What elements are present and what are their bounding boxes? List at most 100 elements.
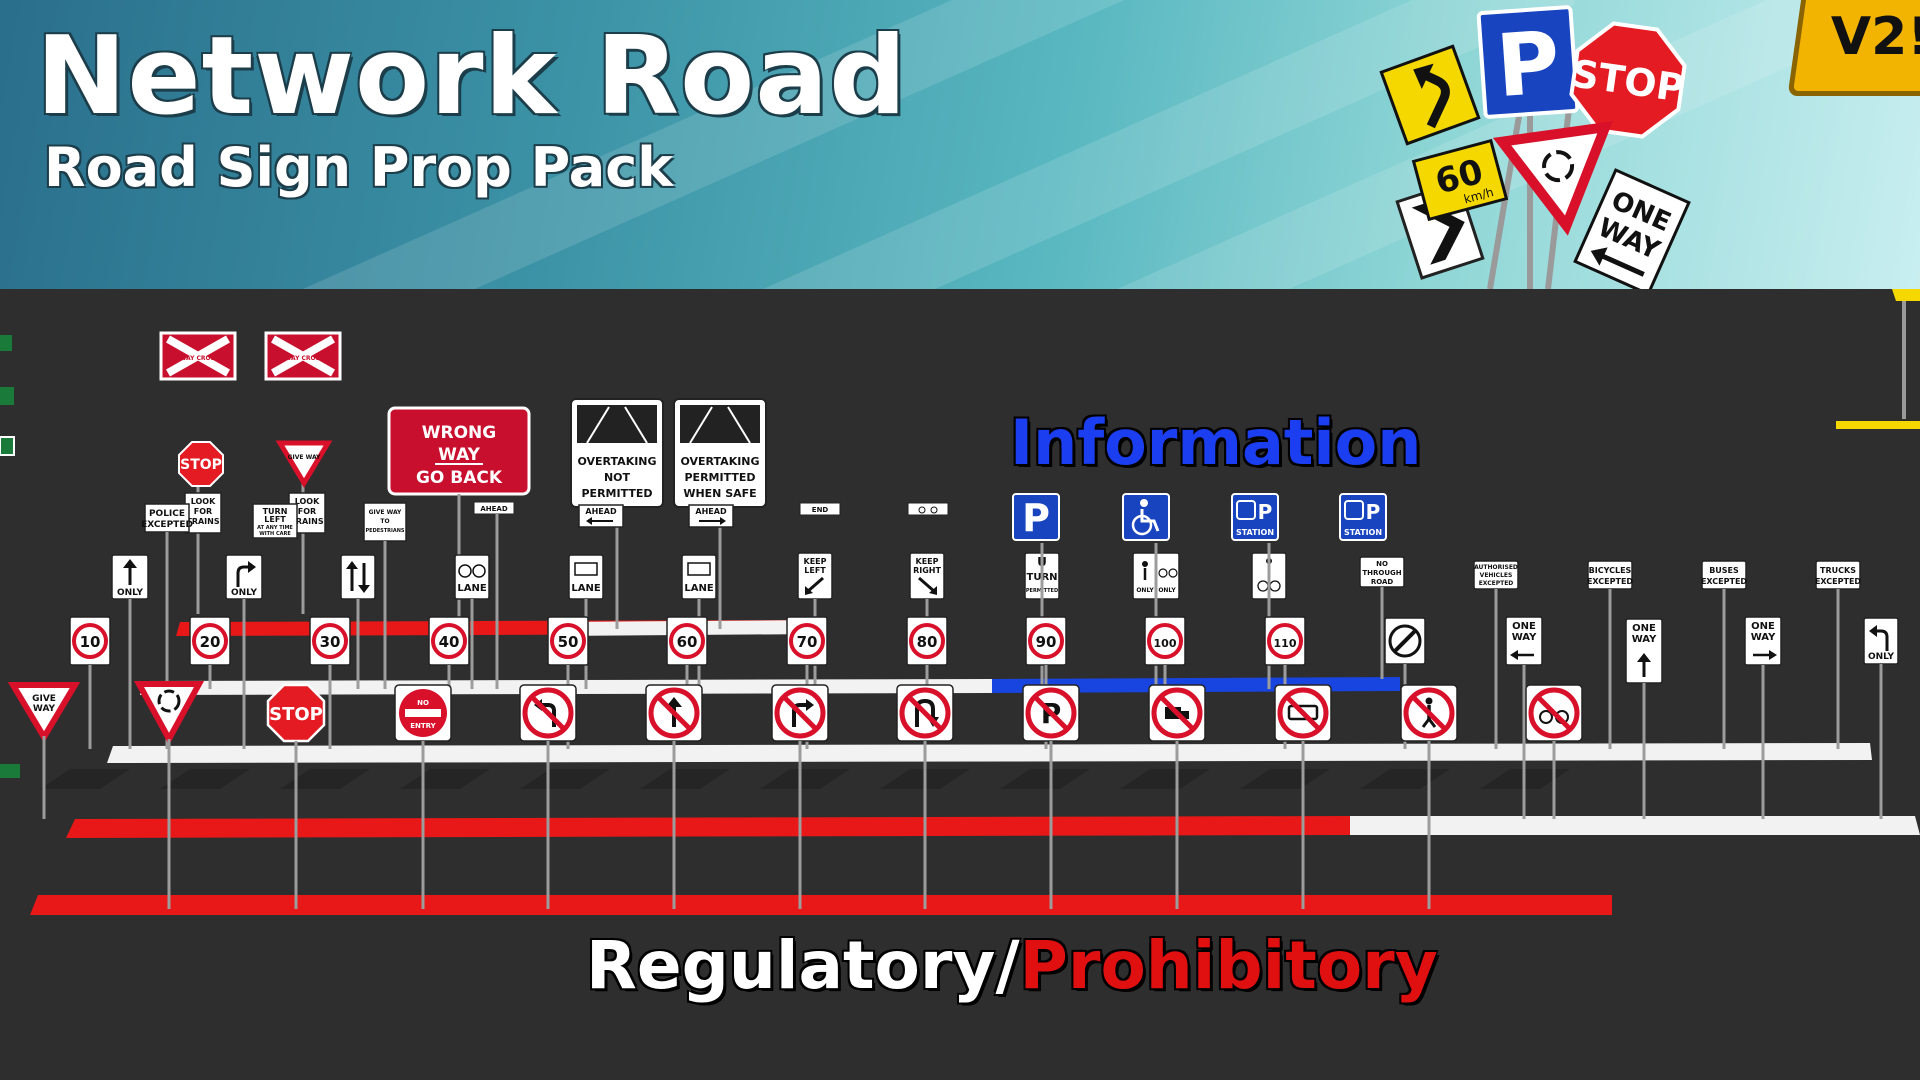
give-way-pedestrians-sign: GIVE WAY TO PEDESTRIANS — [363, 502, 407, 542]
one-way-label: ONE — [1751, 621, 1775, 632]
speed-limit-sign: 100 — [1144, 616, 1186, 666]
look-for-trains-label: LOOK — [295, 497, 320, 506]
prohibitory-label: Prohibitory — [1019, 927, 1438, 1004]
trucks-excepted-sign: TRUCKS EXCEPTED — [1815, 560, 1861, 590]
page-title: Network Road — [36, 14, 908, 139]
turn-left-label: LEFT — [264, 515, 286, 524]
station-parking-label: P — [1258, 500, 1273, 524]
ground-shadow — [160, 769, 250, 789]
speed-limit-label: 70 — [797, 633, 818, 651]
only-label: ONLY — [117, 588, 144, 598]
edge-partial-signs-right — [1836, 289, 1920, 429]
no-through-road-label: NO — [1376, 560, 1388, 568]
overtaking-label: PERMITTED — [582, 487, 653, 500]
give-way-pedestrians-label: GIVE WAY — [369, 509, 402, 516]
give-way-sign-small: GIVE WAY — [275, 440, 333, 488]
no-left-turn-sign — [519, 684, 577, 742]
speed-limit-label: 110 — [1274, 637, 1297, 650]
only-label: ONLY — [1868, 652, 1895, 662]
station-label: STATION — [1344, 528, 1382, 537]
two-way-traffic-sign — [340, 554, 376, 600]
no-right-turn-sign — [771, 684, 829, 742]
bicycle-lane-sign: LANE — [454, 554, 490, 600]
wrong-way-label: WRONG — [422, 423, 496, 443]
one-way-sign-icon: ONE WAY — [1573, 168, 1691, 289]
speed-limit-label: 100 — [1154, 637, 1177, 650]
parking-sign-icon: P — [1476, 5, 1580, 119]
turn-left-label: TURN — [263, 507, 288, 516]
ground-shadow — [280, 769, 370, 789]
no-entry-label: NO — [417, 699, 429, 707]
railway-crossing-sign: RAILWAY CROSSING — [159, 331, 237, 381]
no-buses-sign — [1274, 684, 1332, 742]
keep-label: KEEP — [804, 557, 827, 566]
speed-limit-label: 20 — [200, 633, 221, 651]
speed-limit-sign: 110 — [1264, 616, 1306, 666]
disabled-parking-sign — [1122, 493, 1170, 541]
sign-showcase-scene: RAILWAY CROSSING RAILWAY CROSSING STOP GIVE… — [0, 289, 1920, 1080]
excepted-label: BUSES — [1709, 566, 1739, 575]
railway-crossing-label: RAILWAY CROSSING — [165, 355, 231, 362]
turn-left-label: AT ANY TIME — [257, 525, 293, 531]
no-trucks-sign — [1148, 684, 1206, 742]
stop-label: STOP — [269, 704, 323, 725]
overtaking-label: OVERTAKING — [680, 455, 759, 468]
ahead-arrow-label: AHEAD — [585, 507, 617, 516]
one-way-label: WAY — [1751, 632, 1776, 643]
ground-shadow — [640, 769, 730, 789]
edge-partial-signs — [0, 335, 20, 778]
excepted-label: VEHICLES — [1480, 572, 1513, 579]
truck-lane-sign: LANE — [681, 554, 717, 600]
curb-white-front — [107, 743, 1872, 763]
header-banner: Network Road Road Sign Prop Pack V2! P S… — [0, 0, 1920, 289]
speed-limit-label: 30 — [320, 633, 341, 651]
wheelchair-icon — [1140, 499, 1148, 507]
one-way-label: WAY — [1512, 632, 1537, 643]
give-way-pedestrians-label: PEDESTRIANS — [365, 528, 404, 534]
version-badge-label: V2! — [1830, 7, 1920, 67]
police-excepted-label: POLICE — [149, 509, 185, 519]
hero-sign-cluster: P STOP 60 km/h ONE WAY — [1379, 5, 1691, 289]
speed-limit-sign: 20 — [189, 616, 231, 666]
bus-station-sign: P STATION — [1339, 493, 1387, 541]
railway-crossing-label: RAILWAY CROSSING — [270, 355, 336, 362]
overtaking-label: PERMITTED — [685, 471, 756, 484]
speed-limit-sign: 60 — [666, 616, 708, 666]
look-for-trains-label: FOR — [194, 507, 212, 516]
sign-rows-canvas: RAILWAY CROSSING RAILWAY CROSSING STOP GIVE… — [7, 331, 1920, 915]
excepted-label: BICYCLES — [1589, 566, 1632, 575]
roundabout-give-way-sign-icon — [1492, 121, 1613, 236]
bus-icon — [1287, 704, 1319, 721]
excepted-label: EXCEPTED — [1815, 577, 1861, 586]
no-parking-sign: P — [1022, 684, 1080, 742]
ground-shadow — [1000, 769, 1090, 789]
overtaking-label: OVERTAKING — [577, 455, 656, 468]
curb-red-front — [66, 816, 1350, 838]
speed-limit-label: 50 — [558, 633, 579, 651]
bus-lane-sign: LANE — [568, 554, 604, 600]
stop-sign-small: STOP — [178, 441, 224, 487]
speed-limit-label: 60 — [677, 633, 698, 651]
give-way-pedestrians-label: TO — [380, 518, 389, 525]
look-for-trains-label: TRAINS — [186, 517, 219, 526]
ahead-arrow-sign: AHEAD — [688, 504, 734, 528]
left-arrow-icon — [586, 517, 592, 525]
ground-shadow — [760, 769, 850, 789]
curb-red-nearest — [30, 895, 1612, 915]
overtaking-label: WHEN SAFE — [683, 487, 756, 500]
excepted-label: TRUCKS — [1820, 566, 1856, 575]
station-parking-label: P — [1366, 500, 1381, 524]
speed-limit-sign: 10 — [69, 616, 111, 666]
down-right-arrow-icon — [918, 576, 936, 594]
end-tab-label: END — [812, 506, 829, 514]
lane-label: LANE — [684, 583, 713, 594]
